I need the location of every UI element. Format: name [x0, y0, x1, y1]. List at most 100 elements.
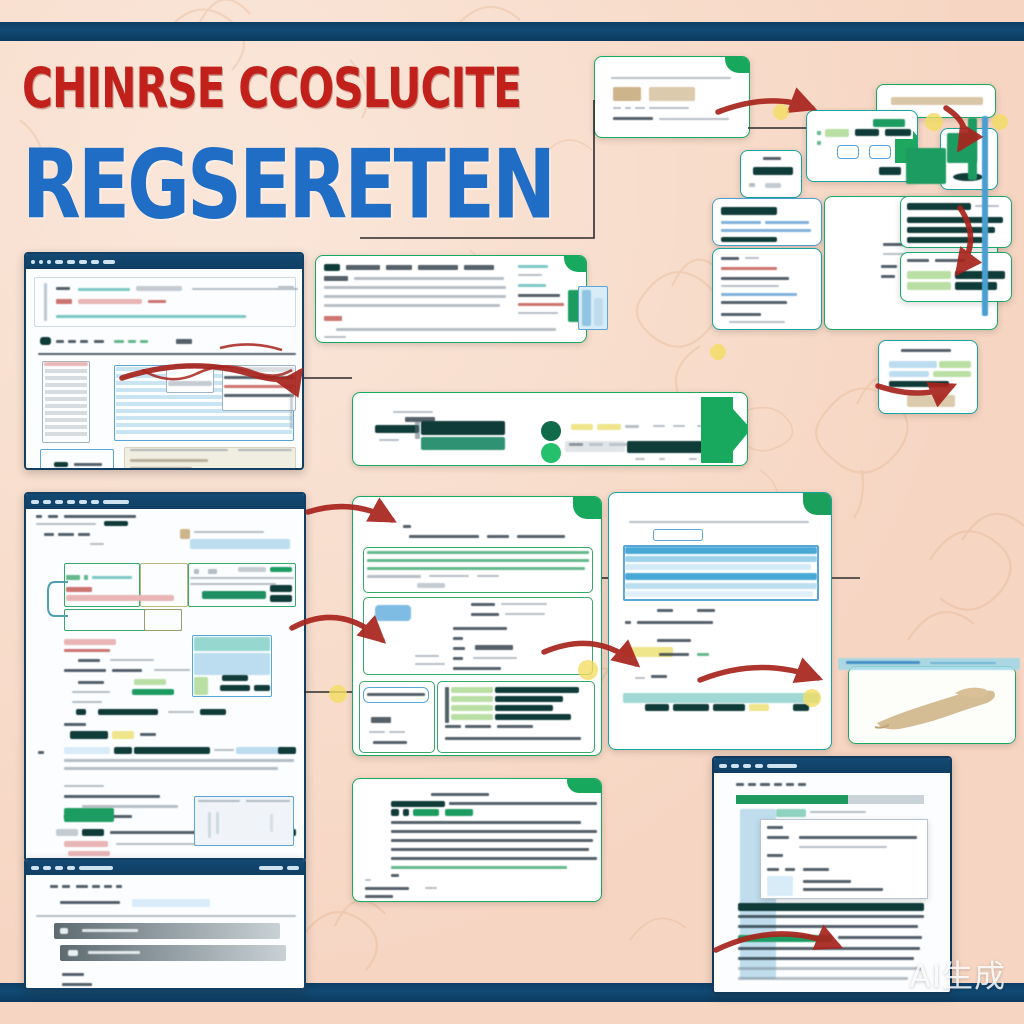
nav-item[interactable]	[58, 533, 74, 536]
toolbar-icon[interactable]	[67, 259, 75, 264]
card-text-bottom-center[interactable]	[352, 778, 602, 902]
toolbar-icon[interactable]	[731, 763, 739, 768]
window-control-dot[interactable]	[47, 259, 51, 264]
cluster-card-10[interactable]	[900, 252, 1012, 302]
toolbar-icon[interactable]	[31, 499, 39, 504]
breadcrumb-item[interactable]	[48, 515, 58, 518]
cluster-card-7[interactable]	[712, 248, 822, 330]
card-wide-mid[interactable]	[352, 392, 748, 466]
card-image-right[interactable]	[848, 666, 1016, 744]
address-field[interactable]	[103, 259, 115, 264]
cluster-card-3[interactable]	[806, 110, 918, 182]
form-button[interactable]	[270, 595, 292, 602]
menu-item[interactable]	[176, 339, 192, 344]
toolbar-icon[interactable]	[91, 499, 99, 504]
footer-label	[62, 983, 92, 986]
toolbar-icon[interactable]	[31, 865, 39, 870]
toggle[interactable]	[837, 145, 859, 159]
toolbar-item[interactable]	[62, 885, 70, 888]
section-pill[interactable]	[363, 687, 429, 703]
cluster-card-1[interactable]	[594, 56, 750, 138]
list-item[interactable]	[60, 945, 286, 961]
table-scrollbar[interactable]	[290, 389, 293, 429]
toolbar-badge[interactable]	[40, 337, 51, 345]
ribbon-item[interactable]	[748, 783, 756, 786]
toolbar-item[interactable]	[104, 885, 112, 888]
bullet	[403, 809, 409, 816]
nav-item[interactable]	[78, 533, 90, 536]
address-field[interactable]	[79, 865, 113, 870]
form-button[interactable]	[270, 585, 292, 592]
nav-item[interactable]	[44, 533, 54, 536]
cluster-card-4[interactable]	[740, 150, 802, 198]
card-text-top-mid[interactable]	[315, 255, 587, 343]
chart-bar	[495, 705, 553, 711]
toggle[interactable]	[869, 145, 891, 159]
toolbar-item[interactable]	[50, 885, 58, 888]
menu-item[interactable]	[128, 340, 136, 343]
toolbar-icon[interactable]	[79, 259, 87, 264]
toolbar-icon[interactable]	[43, 499, 51, 504]
cluster-card-11[interactable]	[878, 340, 978, 414]
ribbon-item[interactable]	[736, 783, 744, 786]
toolbar-icon[interactable]	[55, 865, 63, 870]
card-table-right[interactable]	[608, 492, 832, 750]
toolbar-icon[interactable]	[55, 499, 63, 504]
window-action[interactable]	[259, 865, 283, 870]
breadcrumb-item[interactable]	[64, 515, 136, 518]
toolbar-item[interactable]	[76, 885, 88, 888]
toolbar-icon[interactable]	[67, 499, 75, 504]
win-list-bottom-left[interactable]	[24, 858, 306, 990]
cluster-card-9[interactable]	[900, 196, 1012, 248]
toolbar-icon[interactable]	[719, 763, 727, 768]
ribbon-item[interactable]	[798, 783, 806, 786]
toolbar-icon[interactable]	[743, 763, 751, 768]
window-titlebar[interactable]	[26, 860, 304, 875]
ribbon-item[interactable]	[786, 783, 794, 786]
window-titlebar[interactable]	[26, 254, 302, 269]
menu-item[interactable]	[94, 340, 104, 343]
address-field[interactable]	[767, 763, 797, 768]
ribbon-item[interactable]	[774, 783, 782, 786]
toolbar-icon[interactable]	[91, 259, 99, 264]
menu-item[interactable]	[80, 340, 88, 343]
thumb-image	[649, 87, 695, 101]
nav-sub	[90, 543, 104, 545]
primary-action-button[interactable]	[64, 808, 114, 822]
menu-item[interactable]	[114, 340, 124, 343]
toolbar-icon[interactable]	[55, 259, 63, 264]
win-form-top-left[interactable]	[24, 252, 304, 470]
window-titlebar[interactable]	[714, 758, 950, 773]
filter-field[interactable]	[132, 899, 210, 907]
address-field[interactable]	[103, 499, 129, 504]
nested-dialog[interactable]	[760, 819, 928, 899]
section-graphic	[375, 605, 411, 621]
table-row	[625, 591, 813, 597]
header-right-field[interactable]	[190, 539, 290, 549]
action-chip[interactable]	[879, 167, 901, 175]
toolbar-icon[interactable]	[43, 865, 51, 870]
window-titlebar[interactable]	[26, 494, 304, 509]
toolbar-item[interactable]	[116, 885, 122, 888]
toolbar-icon[interactable]	[67, 865, 75, 870]
status-circle-dark[interactable]	[541, 421, 561, 441]
menu-item[interactable]	[140, 340, 148, 343]
menu-item[interactable]	[56, 340, 64, 343]
toolbar-icon[interactable]	[79, 499, 87, 504]
menu-item[interactable]	[68, 340, 76, 343]
cluster-card-6[interactable]	[712, 198, 822, 246]
field-pill[interactable]	[653, 529, 703, 541]
table-cell-selected[interactable]	[166, 367, 214, 393]
breadcrumb-item[interactable]	[36, 515, 42, 518]
ribbon-item[interactable]	[760, 783, 770, 786]
toolbar-icon[interactable]	[755, 763, 763, 768]
window-control-dot[interactable]	[39, 259, 43, 264]
status-circle-green[interactable]	[541, 443, 561, 463]
window-close[interactable]	[287, 865, 299, 870]
form-highlight	[66, 595, 174, 601]
window-control-dot[interactable]	[31, 259, 35, 264]
toolbar-item[interactable]	[92, 885, 100, 888]
card-mid-center[interactable]	[352, 496, 602, 756]
footer-button-box[interactable]	[40, 449, 114, 468]
list-item[interactable]	[54, 923, 280, 939]
